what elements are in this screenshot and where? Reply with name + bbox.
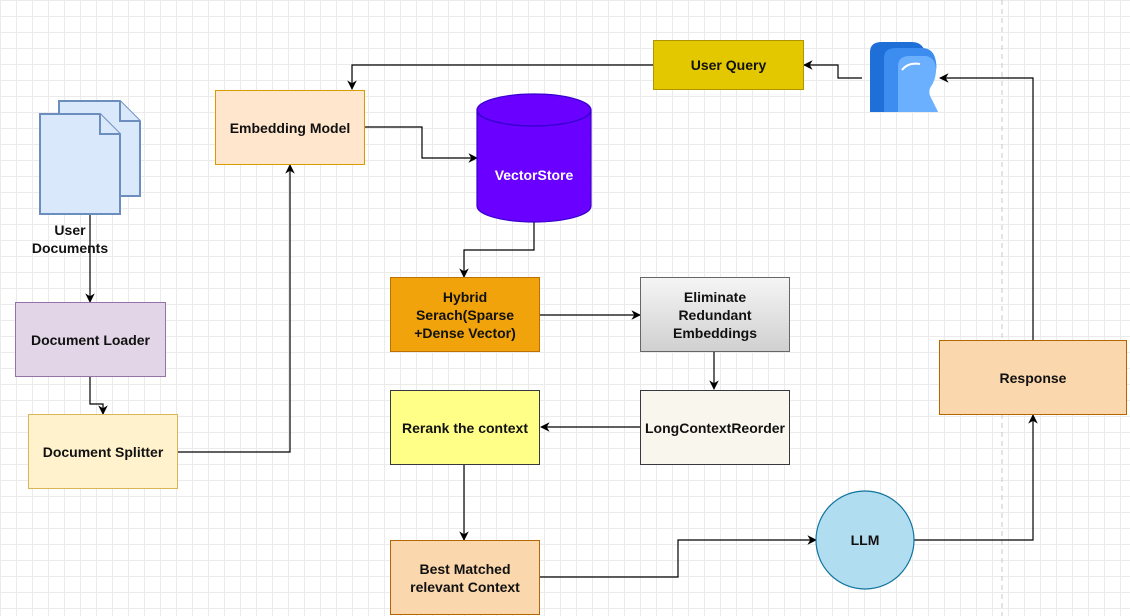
hybrid-search-box: Hybrid Serach(Sparse +Dense Vector) — [390, 277, 540, 352]
llm-label: LLM — [850, 532, 880, 548]
eliminate-redundant-box: Eliminate Redundant Embeddings — [640, 277, 790, 352]
vectorstore-label: VectorStore — [494, 167, 574, 183]
document-loader-box: Document Loader — [15, 302, 166, 377]
edge-embedding-to-vectorstore — [365, 126, 478, 163]
documents-icon — [39, 100, 141, 215]
vectorstore-cylinder — [476, 93, 592, 223]
edge-bestmatch-to-llm — [540, 535, 817, 578]
users-icon — [870, 42, 938, 112]
edge-splitter-to-embedding — [178, 164, 295, 453]
edge-users-to-query — [803, 60, 862, 79]
edge-query-to-embedding — [347, 64, 653, 90]
edge-loader-to-splitter — [89, 377, 108, 415]
document-splitter-box: Document Splitter — [28, 414, 178, 489]
rerank-context-box: Rerank the context — [390, 390, 540, 465]
response-box: Response — [939, 340, 1127, 415]
llm-circle — [815, 490, 915, 590]
best-matched-box: Best Matched relevant Context — [390, 540, 540, 615]
edge-llm-to-response — [914, 414, 1038, 541]
embedding-model-box: Embedding Model — [215, 90, 365, 165]
user-documents-label: User Documents — [31, 222, 109, 256]
user-query-box: User Query — [653, 40, 804, 90]
edge-response-to-users — [939, 73, 1034, 340]
edge-vectorstore-to-hybrid — [459, 222, 535, 278]
long-context-reorder-box: LongContextReorder — [640, 390, 790, 465]
